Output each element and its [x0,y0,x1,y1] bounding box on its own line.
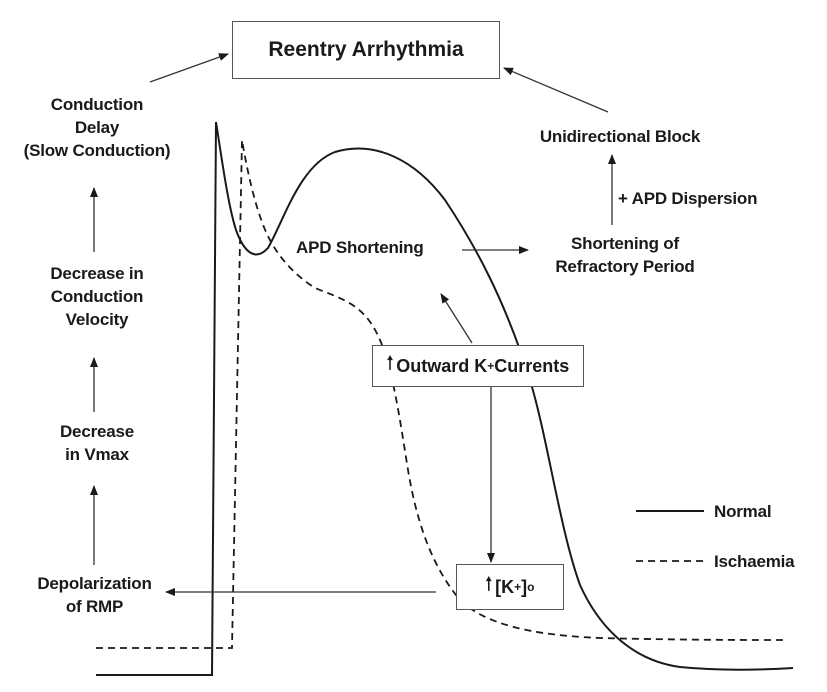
title-box: Reentry Arrhythmia [232,21,500,79]
increase-arrow-icon: 🠑 [386,353,394,373]
arrow-outward-to-apd [440,293,473,344]
decrease-vmax-label: Decrease in Vmax [59,422,135,464]
conduction-delay-label: Conduction Delay (Slow Conduction) [23,95,171,160]
increase-arrow-icon: 🠑 [485,574,493,594]
title-text: Reentry Arrhythmia [268,38,464,61]
shortening-refractory-label: Shortening of Refractory Period [555,234,695,276]
apd-shortening-label: APD Shortening [296,238,424,257]
legend-normal-label: Normal [714,502,772,521]
outward-k-currents-box: 🠑 Outward K+Currents [372,345,584,387]
depolarization-label: Depolarization of RMP [37,574,152,616]
normal-curve [96,121,794,676]
decrease-velocity-label: Decrease in Conduction Velocity [50,264,144,329]
apd-dispersion-label: + APD Dispersion [618,189,758,208]
extracellular-k-box: 🠑 [K+]o [456,564,564,610]
arrow-delay-to-title [149,53,229,83]
ischaemia-curve [96,139,786,649]
legend-ischaemia-label: Ischaemia [714,552,795,571]
arrow-block-to-title [503,67,609,113]
unidirectional-block-label: Unidirectional Block [539,127,701,146]
